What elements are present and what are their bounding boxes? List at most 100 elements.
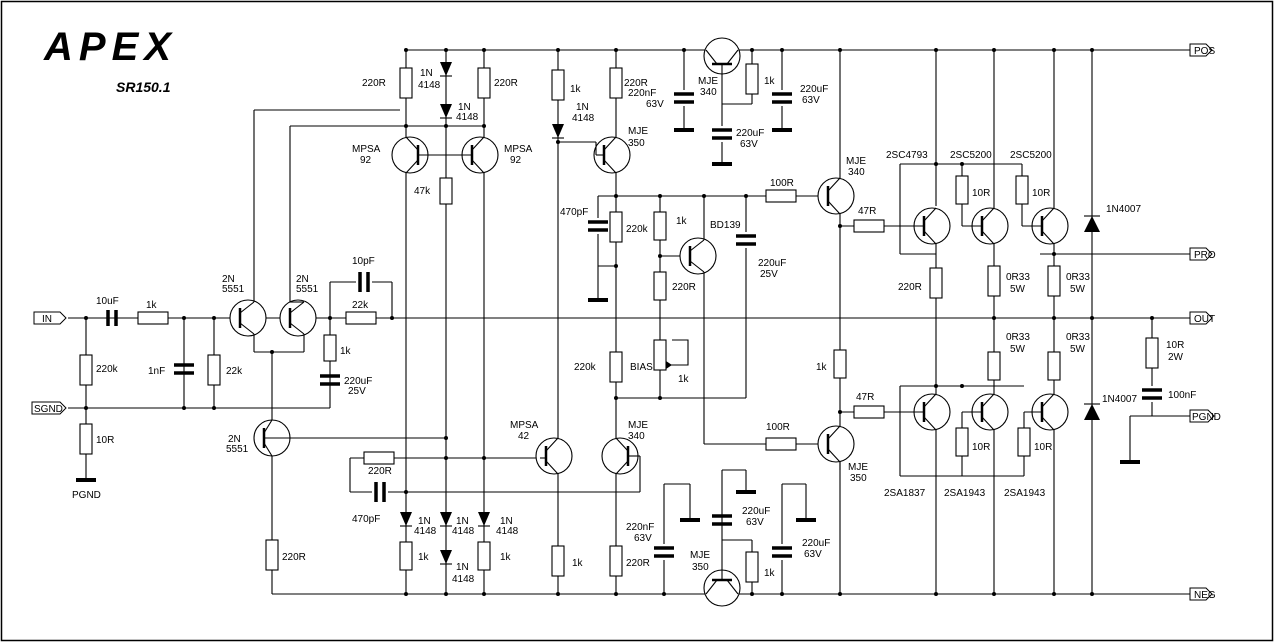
label-q-mpsa-b2: 92 [510, 155, 522, 166]
label-c-470pf-low: 470pF [352, 514, 380, 525]
label-r-1k-drv: 1k [816, 362, 828, 373]
vas-lower [535, 437, 641, 596]
label-c-220u-63d: 220uF [802, 538, 830, 549]
label-q-bd139: BD139 [710, 220, 741, 231]
label-r-220k-in: 220k [96, 364, 119, 375]
label-c-220u-25a: 220uF [344, 376, 372, 387]
label-c-220u-25b: 25V [348, 386, 366, 397]
svg-text:PRO: PRO [1194, 250, 1216, 261]
label-c-220nf-a: 220nF [628, 88, 656, 99]
connector-pos: POS [1189, 43, 1215, 57]
label-r-10r-a: 10R [972, 188, 990, 199]
label-c-220u-63d2: 63V [804, 549, 822, 560]
label-q-mpsa42-2: 42 [518, 431, 530, 442]
label-q-in-a1: 2N [222, 274, 235, 285]
label-r-220r-mid: 220R [368, 466, 392, 477]
label-c-220u-63b: 220uF [736, 128, 764, 139]
connector-pgnd: PGND [1189, 409, 1221, 423]
vas-stage [551, 48, 836, 594]
label-r-220k-v2: 220k [574, 362, 597, 373]
label-r-1k-low-c: 1k [572, 558, 584, 569]
label-q-in-b2: 5551 [296, 284, 319, 295]
label-q-mpsa-a2: 92 [360, 155, 372, 166]
label-r-22k-a: 22k [226, 366, 243, 377]
label-d3b: 4148 [414, 526, 437, 537]
label-r-1k-bias: 1k [676, 216, 688, 227]
output-stage [899, 48, 1190, 596]
label-r-220r-vas: 220R [624, 78, 648, 89]
label-c-220u-63b2: 63V [740, 139, 758, 150]
label-q-2sa1943-b: 2SA1943 [1004, 488, 1046, 499]
label-r-0r33-d2: 5W [1070, 344, 1086, 355]
label-r-1k-pot: 1k [678, 374, 690, 385]
label-r-0r33-b: 0R33 [1066, 272, 1090, 283]
label-r-220r-top2: 220R [494, 78, 518, 89]
label-r-10r-b: 10R [1032, 188, 1050, 199]
label-c-in: 10uF [96, 296, 119, 307]
label-r-10r-gnd: 10R [96, 435, 114, 446]
label-r-0r33-a: 0R33 [1006, 272, 1030, 283]
label-r-220r-bias: 220R [672, 282, 696, 293]
label-r-10r-d: 10R [1034, 442, 1052, 453]
label-r-0r33-c: 0R33 [1006, 332, 1030, 343]
label-c-1nf: 1nF [148, 366, 165, 377]
brand-logo: APEX [43, 25, 177, 69]
label-q-2sa1943-a: 2SA1943 [944, 488, 986, 499]
label-r-47r-b: 47R [856, 392, 874, 403]
label-d-1n4007-b: 1N4007 [1102, 394, 1137, 405]
label-c-470pf: 470pF [560, 207, 588, 218]
label-c-220u-63c2: 63V [746, 517, 764, 528]
label-c-220nf-a2: 63V [646, 99, 664, 110]
label-q-2sc4793: 2SC4793 [886, 150, 928, 161]
label-q-2sc5200-b: 2SC5200 [1010, 150, 1052, 161]
label-q-mje340-drv1: MJE [846, 156, 866, 167]
label-r-10r-c: 10R [972, 442, 990, 453]
label-q-in-b1: 2N [296, 274, 309, 285]
label-d2b: 4148 [456, 112, 479, 123]
label-q-mje350-a2: 350 [628, 138, 645, 149]
label-r-220r-low: 220R [626, 558, 650, 569]
label-d3a: 1N [418, 516, 431, 527]
label-r-1k-low-a: 1k [418, 552, 430, 563]
label-r-100r-b: 100R [766, 422, 790, 433]
label-q-in-a2: 5551 [222, 284, 245, 295]
driver-stage [765, 48, 900, 596]
label-r-1k-fb: 1k [340, 346, 352, 357]
label-r-100r-a: 100R [770, 178, 794, 189]
connector-sgnd: SGND [31, 401, 67, 415]
label-r-22k-fb: 22k [352, 300, 369, 311]
label-c-220nf-b2: 63V [634, 533, 652, 544]
label-r-220r-top: 220R [362, 78, 386, 89]
input-diff-pair [229, 109, 484, 420]
svg-text:SGND: SGND [34, 404, 63, 415]
label-c-220u-25c2: 25V [760, 269, 778, 280]
label-r-220r-cs: 220R [282, 552, 306, 563]
label-q-mje340-drv2: 340 [848, 167, 865, 178]
label-r-47r-a: 47R [858, 206, 876, 217]
label-d2a: 1N [458, 102, 471, 113]
label-c-zobel: 100nF [1168, 390, 1196, 401]
input-section [76, 310, 221, 482]
svg-text:OUT: OUT [1194, 314, 1215, 325]
model-name: SR150.1 [116, 79, 171, 95]
label-r-0r33-b2: 5W [1070, 284, 1086, 295]
label-r-zobel: 10R [1166, 340, 1184, 351]
label-d4b: 4148 [452, 526, 475, 537]
label-q-cs1: 2N [228, 434, 241, 445]
current-source [253, 419, 446, 594]
label-r-0r33-a2: 5W [1010, 284, 1026, 295]
label-q-mje350-drv2: 350 [850, 473, 867, 484]
label-d7a: 1N [576, 102, 589, 113]
label-q-mje340-top1: MJE [698, 76, 718, 87]
label-q-mje350-low2: 350 [692, 562, 709, 573]
label-r-in: 1k [146, 300, 158, 311]
label-q-mje350-low1: MJE [690, 550, 710, 561]
label-d-1n4007-a: 1N4007 [1106, 204, 1141, 215]
svg-text:IN: IN [42, 314, 52, 325]
label-r-1k-top: 1k [764, 76, 776, 87]
label-q-mje350-drv1: MJE [848, 462, 868, 473]
label-d5a: 1N [456, 562, 469, 573]
label-r-0r33-c2: 5W [1010, 344, 1026, 355]
label-q-mpsa-a1: MPSA [352, 144, 381, 155]
